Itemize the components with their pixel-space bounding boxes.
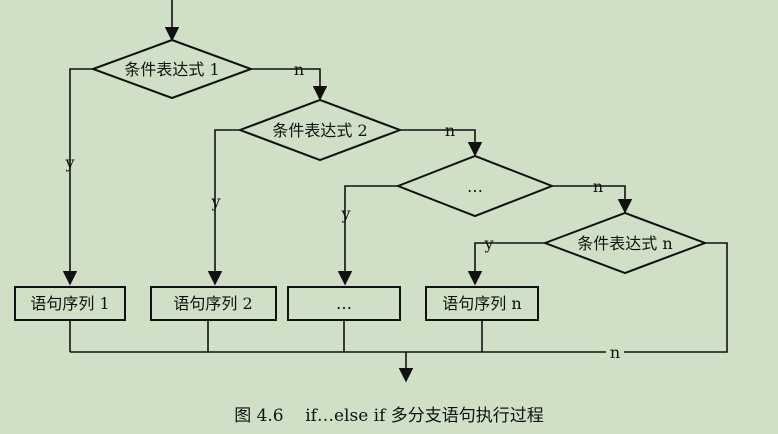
decision-2-no-label: n — [445, 121, 455, 140]
decision-3-label: … — [467, 177, 483, 196]
decision-1-no-label: n — [294, 60, 304, 79]
figure-caption: 图 4.6 if…else if 多分支语句执行过程 — [234, 406, 544, 426]
decision-4-label: 条件表达式 n — [577, 234, 672, 253]
decision-4-yes-label: y — [483, 234, 493, 253]
decision-4-yes-line — [467, 242, 545, 286]
statement-4: 语句序列 n — [425, 286, 539, 321]
decision-1: 条件表达式 1 — [90, 38, 254, 100]
decision-1-label: 条件表达式 1 — [124, 60, 219, 79]
decision-3-no-label: n — [593, 177, 603, 196]
decision-4-no-label-bg — [606, 343, 624, 359]
statement-3-label: … — [336, 294, 352, 313]
statement-2-label: 语句序列 2 — [173, 294, 252, 313]
decision-3: … — [395, 154, 555, 218]
statement-4-label: 语句序列 n — [442, 294, 521, 313]
decision-4-no-line — [70, 242, 728, 353]
statement-1: 语句序列 1 — [14, 286, 126, 321]
statement-1-box — [14, 286, 126, 321]
decision-2: 条件表达式 2 — [237, 98, 403, 162]
decision-3-yes-line — [337, 185, 398, 286]
decision-2-no-line — [400, 129, 483, 157]
statement-3-box — [287, 286, 401, 321]
decision-2-yes-label: y — [210, 192, 220, 211]
statement-1-label: 语句序列 1 — [30, 294, 109, 313]
decision-1-yes-line — [62, 68, 93, 286]
decision-3-yes-label: y — [340, 204, 350, 223]
decision-2-yes-line — [207, 129, 240, 286]
statement-2-box — [150, 286, 277, 321]
decision-4: 条件表达式 n — [542, 211, 708, 275]
decision-1-no-line — [251, 68, 328, 101]
decision-4-no-label: n — [610, 343, 620, 362]
decision-2-label: 条件表达式 2 — [272, 121, 367, 140]
decision-3-no-line — [552, 185, 633, 214]
statement-2: 语句序列 2 — [150, 286, 277, 321]
decision-1-yes-label: y — [64, 153, 74, 172]
statement-3: … — [287, 286, 401, 321]
